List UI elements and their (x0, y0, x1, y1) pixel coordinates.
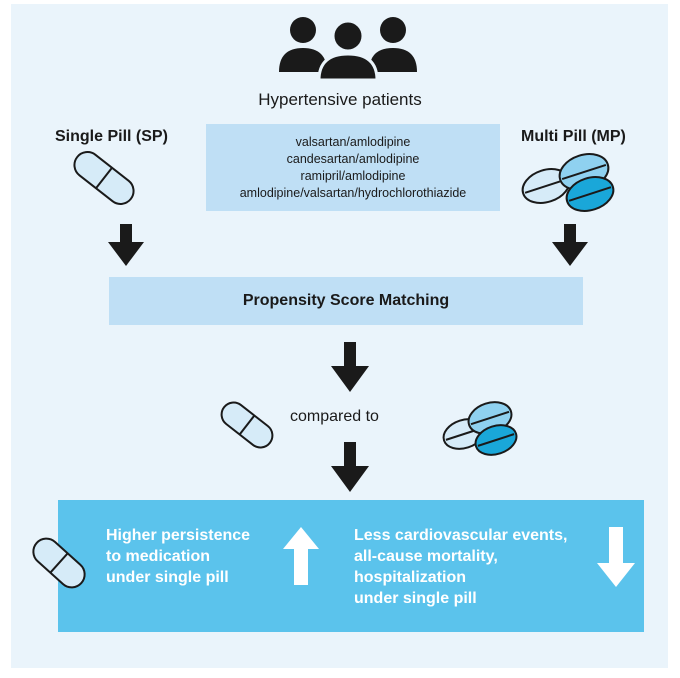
capsule-icon (26, 532, 92, 594)
capsule-icon (64, 150, 144, 206)
propensity-matching-box: Propensity Score Matching (109, 277, 583, 325)
arrow-down-icon (597, 527, 635, 587)
tablets-icon (516, 150, 626, 214)
arrow-up-icon (283, 527, 319, 585)
drug-combinations-box: valsartan/amlodipine candesartan/amlodip… (206, 124, 500, 211)
result-events-text: Less cardiovascular events, all-cause mo… (354, 525, 567, 609)
arrow-down-icon (331, 342, 369, 392)
result-line: Less cardiovascular events, (354, 527, 568, 544)
drug-item: ramipril/amlodipine (300, 168, 406, 183)
drug-item: valsartan/amlodipine (295, 134, 411, 149)
arrow-down-icon (108, 224, 144, 266)
arrow-down-icon (331, 442, 369, 492)
people-icon (273, 16, 423, 82)
multi-pill-label: Multi Pill (MP) (521, 128, 626, 145)
single-pill-label: Single Pill (SP) (55, 128, 168, 145)
patients-label: Hypertensive patients (258, 90, 422, 109)
arrow-down-icon (552, 224, 588, 266)
result-line: under single pill (106, 569, 229, 586)
result-line: Higher persistence (106, 527, 251, 544)
drug-item: candesartan/amlodipine (286, 151, 420, 166)
result-persistence-text: Higher persistence to medication under s… (106, 525, 250, 588)
results-box (58, 500, 644, 632)
tablets-icon (440, 396, 520, 462)
result-line: to medication (106, 548, 211, 565)
capsule-icon (214, 398, 280, 452)
result-line: under single pill (354, 590, 477, 607)
result-line: all-cause mortality, (354, 548, 498, 565)
compared-to-label: compared to (290, 408, 379, 425)
result-line: hospitalization (354, 569, 466, 586)
drug-item: amlodipine/valsartan/hydrochlorothiazide (239, 185, 467, 200)
